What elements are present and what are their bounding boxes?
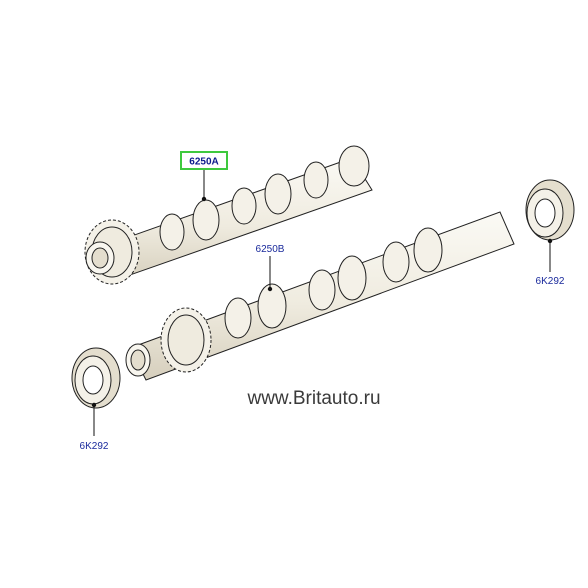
callout-6250a-highlight-box [180,151,228,170]
callout-6k292-left-dot [91,402,97,408]
seal-left[interactable] [71,347,121,409]
callout-6250b[interactable]: 6250B [256,244,285,292]
callout-6250b-dot [267,286,273,292]
camshaft-lower[interactable] [125,211,515,381]
callout-6250a-label: 6250A [189,157,218,168]
camshaft-lower-lobes [224,227,443,339]
watermark: www.Britauto.ru [246,388,380,409]
seal-right[interactable] [525,179,575,241]
callout-6k292-right-label: 6K292 [536,276,565,287]
callout-6k292-left[interactable]: 6K292 [80,402,109,452]
callout-6250b-label: 6250B [256,244,285,255]
camshaft-upper-lobes [159,145,370,251]
callout-6250a[interactable]: 6250A [180,151,228,202]
callout-6k292-right[interactable]: 6K292 [536,238,565,287]
callout-6250a-dot [201,196,207,202]
camshaft-upper[interactable] [84,145,373,285]
callout-6k292-right-dot [547,238,553,244]
callout-6k292-left-label: 6K292 [80,441,109,452]
camshaft-lower-sprocket [160,307,212,373]
